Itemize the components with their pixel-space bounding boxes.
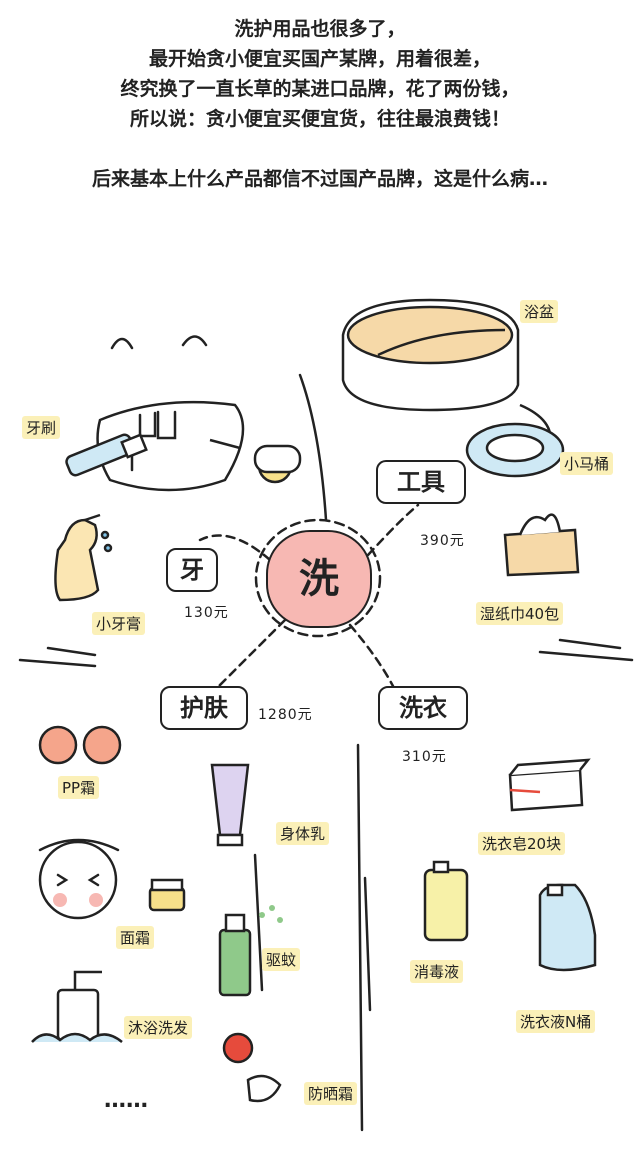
wipes-icon — [503, 513, 580, 577]
face-cream-label: 面霜 — [116, 926, 155, 949]
toothbrush-label: 牙刷 — [22, 416, 61, 439]
intro-text: 洗护用品也很多了， 最开始贪小便宜买国产某牌，用着很差， 终究换了一直长草的某进… — [0, 14, 640, 194]
connector-teeth — [198, 534, 272, 562]
face-cream-icon — [148, 878, 186, 912]
center-node: 洗 — [266, 530, 372, 628]
intro-line-1: 洗护用品也很多了， — [234, 18, 406, 40]
intro-line-4: 所以说：贪小便宜买便宜货，往往最浪费钱！ — [129, 108, 510, 130]
laundry-price: 310元 — [402, 749, 447, 765]
disinfectant-label: 消毒液 — [410, 960, 464, 983]
body-lotion-label: 身体乳 — [276, 822, 330, 845]
disinfectant-icon — [423, 860, 469, 942]
toothpaste-label: 小牙膏 — [92, 612, 146, 635]
connector-laundry — [348, 623, 397, 692]
toilet-label: 小马桶 — [560, 452, 614, 475]
bathtub-label: 浴盆 — [520, 300, 559, 323]
toothpaste-icon — [54, 513, 113, 602]
tools-price: 390元 — [420, 533, 465, 549]
face-icon — [38, 838, 120, 920]
laundry-soap-icon — [508, 758, 591, 812]
intro-line-5: 后来基本上什么产品都信不过国产品牌，这是什么病… — [91, 168, 548, 190]
teeth-price: 130元 — [184, 605, 229, 621]
pp-cream-label: PP霜 — [58, 776, 100, 799]
laundry-node: 洗衣 — [378, 686, 468, 730]
more-label: …… — [104, 1088, 148, 1113]
laundry-soap-label: 洗衣皂20块 — [478, 832, 566, 855]
bath-wash-label: 沐浴洗发 — [124, 1016, 193, 1039]
pacifier-icon — [209, 438, 302, 484]
mosquito-spray-icon — [218, 905, 283, 997]
mouth-icon — [96, 335, 245, 492]
intro-line-2: 最开始贪小便宜买国产某牌，用着很差， — [148, 48, 491, 70]
connector-tools — [366, 503, 420, 557]
toilet-icon — [465, 403, 565, 478]
connector-skincare — [213, 618, 287, 692]
skincare-price: 1280元 — [258, 707, 313, 723]
bathtub-icon — [341, 298, 520, 412]
mindmap-illustration — [18, 298, 634, 1132]
toothbrush-icon — [65, 433, 148, 477]
pp-cream-icon — [38, 725, 122, 765]
sunscreen-label: 防晒霜 — [304, 1082, 358, 1105]
sunscreen-icon — [222, 1032, 282, 1103]
intro-line-3: 终究换了一直长草的某进口品牌，花了两份钱， — [120, 78, 520, 100]
skincare-node: 护肤 — [160, 686, 248, 730]
detergent-icon — [538, 883, 597, 972]
tools-node: 工具 — [376, 460, 466, 504]
body-lotion-icon — [210, 763, 250, 847]
detergent-label: 洗衣液N桶 — [516, 1010, 596, 1033]
bath-wash-icon — [31, 970, 123, 1043]
wipes-label: 湿纸巾40包 — [476, 602, 564, 625]
mosquito-label: 驱蚊 — [262, 948, 301, 971]
teeth-node: 牙 — [166, 548, 218, 592]
